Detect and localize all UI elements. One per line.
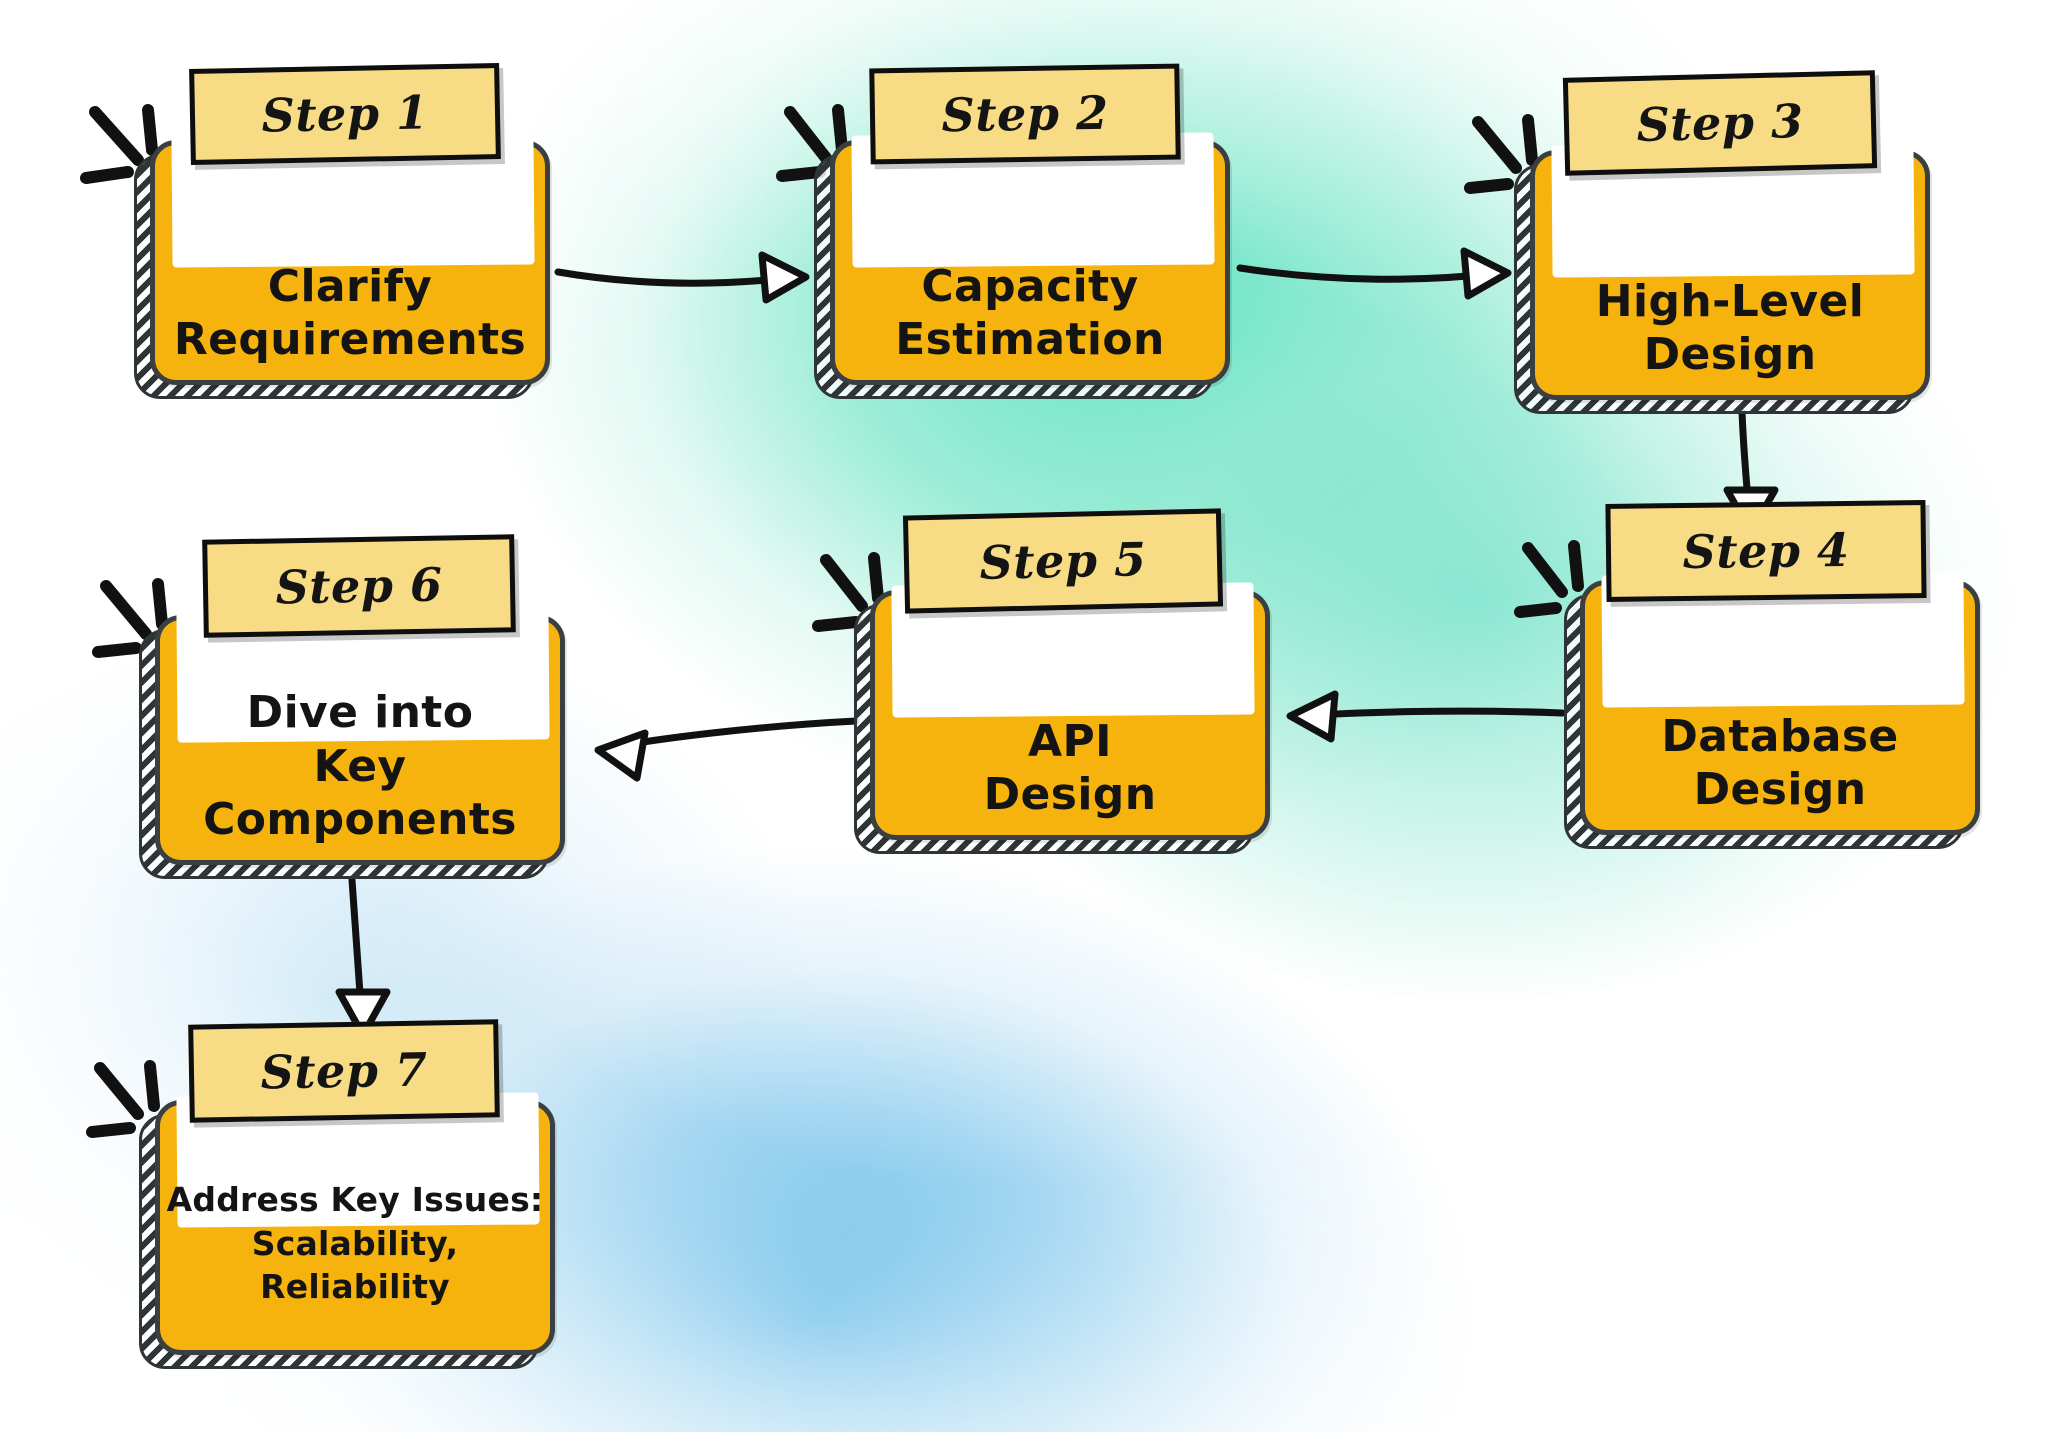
node-step-5[interactable]: API Design Step 5: [854, 508, 1270, 854]
node-step-1[interactable]: Clarify Requirements Step 1: [134, 63, 550, 399]
arrowhead: [758, 251, 810, 304]
edge-step-2-to-step-3: [1236, 247, 1512, 300]
node-step-2[interactable]: Capacity Estimation Step 2: [814, 63, 1230, 399]
node-tag-label: Step 1: [189, 63, 501, 165]
node-body-text: Database Design: [1661, 710, 1899, 816]
node-tag-label: Step 6: [202, 534, 516, 638]
node-body-text: Address Key Issues: Scalability, Reliabi…: [166, 1180, 544, 1307]
node-body-text: High-Level Design: [1595, 275, 1865, 381]
node-step-7[interactable]: Address Key Issues: Scalability, Reliabi…: [139, 1019, 555, 1369]
edge-step-1-to-step-2: [554, 251, 810, 304]
node-body-text: Dive into Key Components: [203, 686, 517, 846]
arrowhead: [594, 729, 649, 782]
edge-step-4-to-step-5: [1286, 690, 1566, 743]
node-tag-label: Step 5: [902, 508, 1224, 614]
node-body-text: Capacity Estimation: [895, 260, 1165, 366]
node-step-4[interactable]: Database Design Step 4: [1564, 500, 1980, 849]
node-step-3[interactable]: High-Level Design Step 3: [1514, 70, 1930, 414]
node-tag-label: Step 7: [188, 1019, 500, 1123]
node-body-text: Clarify Requirements: [173, 260, 527, 366]
node-step-6[interactable]: Dive into Key Components Step 6: [139, 534, 565, 879]
edge-step-6-to-step-7: [335, 876, 391, 1039]
node-tag-label: Step 4: [1605, 500, 1927, 602]
node-body-text: API Design: [983, 715, 1157, 821]
node-tag-label: Step 2: [869, 63, 1181, 165]
edge-step-5-to-step-6: [594, 717, 860, 782]
arrowhead: [1460, 247, 1512, 300]
arrowhead: [1286, 690, 1339, 743]
node-tag-label: Step 3: [1562, 70, 1878, 176]
